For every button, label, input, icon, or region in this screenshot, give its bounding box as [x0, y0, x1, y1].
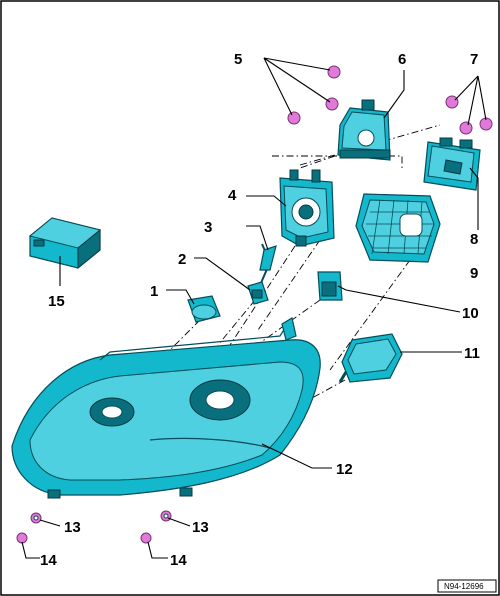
callout-5: 5 [234, 51, 242, 68]
callout-7: 7 [470, 51, 478, 68]
callout-labels: 5 6 7 4 8 3 2 9 1 10 15 11 12 13 13 14 1… [40, 51, 480, 569]
leader-lines [21, 57, 487, 559]
callout-11: 11 [464, 345, 480, 362]
wiring-part-3 [257, 243, 277, 291]
screws-part-5 [287, 65, 341, 125]
bulb-holder-part-2 [247, 281, 269, 305]
module-part-8 [423, 137, 481, 191]
callout-4: 4 [228, 187, 237, 204]
callout-1: 1 [150, 283, 158, 300]
bracket-part-6 [337, 99, 391, 161]
callout-2: 2 [178, 251, 186, 268]
ballast-part-11 [338, 333, 403, 383]
callout-10: 10 [462, 305, 479, 322]
screws-part-14 [16, 532, 152, 544]
screws-part-7 [445, 95, 493, 135]
callout-13-left: 13 [64, 519, 81, 536]
cover-part-9 [355, 193, 441, 263]
callout-9: 9 [470, 265, 478, 282]
headlamp-part-12 [11, 317, 321, 499]
callout-8: 8 [470, 231, 478, 248]
housing-part-4 [279, 169, 335, 247]
callout-13-right: 13 [192, 519, 209, 536]
callout-6: 6 [398, 51, 406, 68]
actuator-part-10 [317, 271, 343, 301]
reference-code: N94-12696 [444, 582, 484, 591]
callout-3: 3 [204, 219, 212, 236]
nuts-part-13 [30, 510, 172, 524]
callout-12: 12 [336, 461, 353, 478]
callout-14-left: 14 [40, 552, 57, 569]
callout-15: 15 [48, 293, 65, 310]
cap-part-1 [187, 295, 221, 323]
reference-code-box [437, 579, 497, 593]
control-unit-part-15 [28, 217, 102, 270]
callout-14-right: 14 [170, 552, 187, 569]
